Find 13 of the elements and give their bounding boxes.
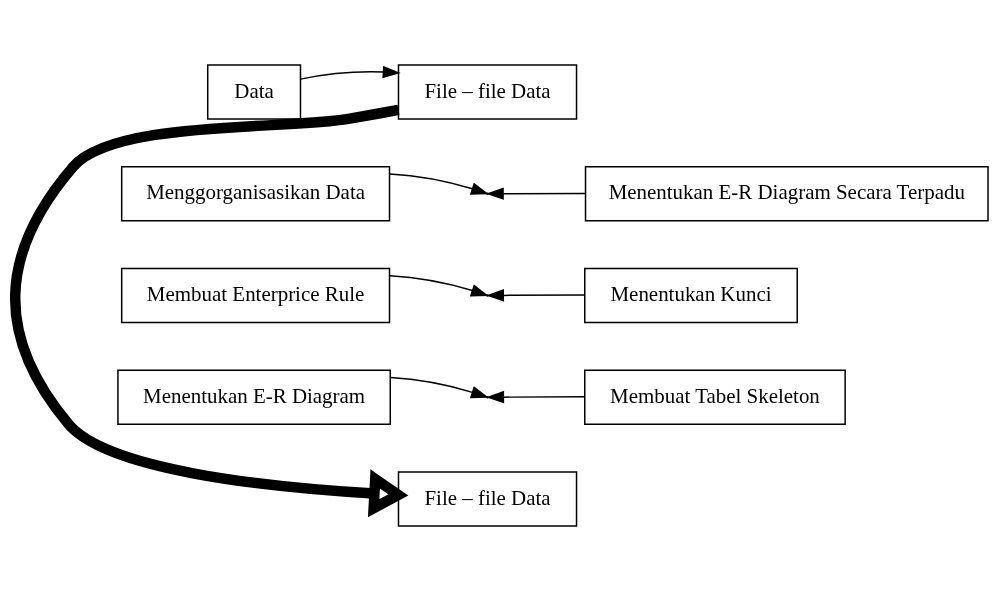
node-box: File – file Data [397,470,577,527]
node-box: Menentukan E-R Diagram [116,369,391,425]
arrow [9,104,408,517]
node-box: Data [206,63,301,120]
node-box: Membuat Tabel Skeleton [583,369,846,425]
arrow [388,172,489,195]
node-box: Membuat Enterprice Rule [120,267,390,323]
node-box: Menentukan Kunci [583,267,798,323]
node-box: Menentukan E-R Diagram Secara Terpadu [584,165,989,221]
arrow [485,186,586,200]
node-box: File – file Data [397,63,577,120]
node-box: Menggorganisasikan Data [120,165,390,221]
arrow [299,65,401,80]
